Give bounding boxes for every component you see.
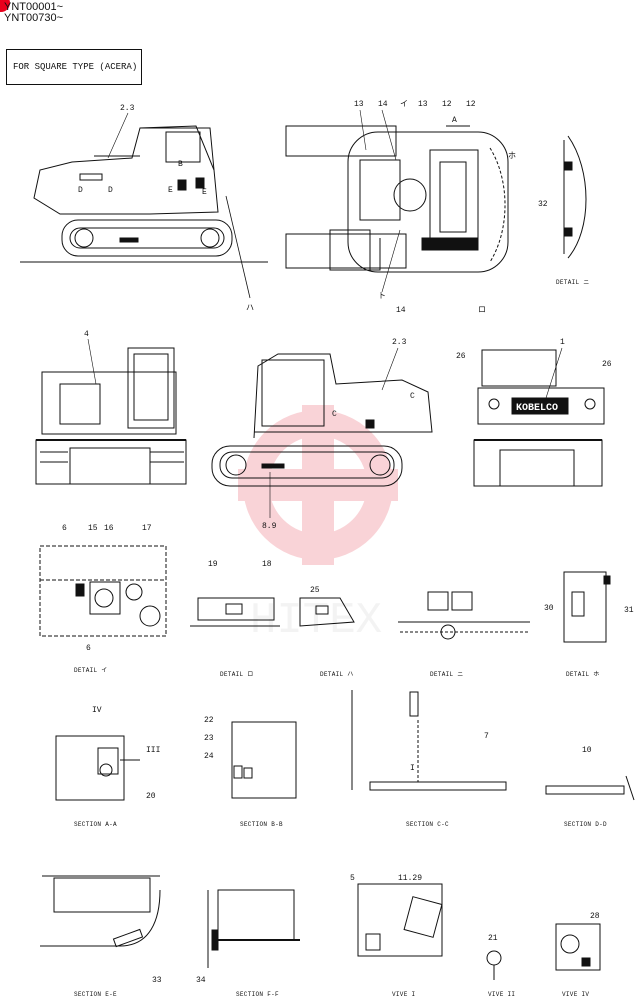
detail-ha: 25 DETAIL ハ: [299, 586, 355, 678]
type-note-box: FOR SQUARE TYPE (ACERA): [6, 49, 142, 85]
label-5: 5: [350, 874, 355, 883]
caption-section-aa: SECTION A-A: [74, 821, 117, 828]
label-31: 31: [624, 606, 634, 615]
front-left-view: 4: [35, 330, 187, 485]
label-11-29: 11.29: [398, 874, 422, 883]
label-34: 34: [196, 976, 206, 985]
label-26-left: 26: [456, 352, 466, 361]
view-ii: 21 VIVE II: [486, 934, 515, 998]
section-bb: 22 23 24 SECTION B-B: [204, 716, 297, 828]
label-E-1: E: [168, 186, 173, 195]
caption-detail-ro: DETAIL ロ: [220, 671, 254, 678]
caption-section-bb: SECTION B-B: [240, 821, 283, 828]
side-view-right: 2.3 C C 8.9: [211, 338, 433, 531]
label-III: III: [146, 746, 160, 755]
caption-detail-i: DETAIL イ: [74, 667, 108, 674]
label-C-2: C: [410, 392, 415, 401]
watermark-logo: HITEX: [238, 405, 398, 646]
label-to-ref: ト: [378, 292, 386, 301]
label-17: 17: [142, 524, 152, 533]
label-12-a: 12: [442, 100, 452, 109]
label-ho-ref: ホ: [508, 151, 516, 161]
caption-view-ii: VIVE II: [488, 991, 515, 998]
label-16: 16: [104, 524, 114, 533]
caption-detail-ni: DETAIL ニ: [556, 279, 590, 286]
section-ff: 34 SECTION F-F: [196, 889, 300, 998]
detail-ho: 30 31 DETAIL ホ: [544, 571, 634, 678]
label-24: 24: [204, 752, 214, 761]
detail-i: 6 15 16 17 6 DETAIL イ: [39, 524, 167, 674]
label-23: 23: [204, 734, 214, 743]
label-13-b: 13: [418, 100, 428, 109]
caption-section-cc: SECTION C-C: [406, 821, 449, 828]
top-view: 13 14 イ 13 12 12 A ホ ト 14 ロ: [285, 100, 516, 315]
view-i: 5 11.29 VIVE I: [350, 874, 443, 998]
label-2-3-right: 2.3: [392, 338, 407, 347]
side-view-left: 2.3 D D E E B ハ: [20, 104, 268, 313]
label-6-a: 6: [62, 524, 67, 533]
label-19: 19: [208, 560, 218, 569]
label-2-3-left: 2.3: [120, 104, 135, 113]
caption-section-ee: SECTION E-E: [74, 991, 117, 998]
label-8-9: 8.9: [262, 522, 277, 531]
label-20: 20: [146, 792, 156, 801]
label-6-b: 6: [86, 644, 91, 653]
detail-ni-center: DETAIL ニ: [398, 591, 530, 678]
label-C-1: C: [332, 410, 337, 419]
type-note-text: FOR SQUARE TYPE (ACERA): [13, 62, 138, 72]
label-33: 33: [152, 976, 162, 985]
label-D-1: D: [78, 186, 83, 195]
caption-detail-ni-center: DETAIL ニ: [430, 671, 464, 678]
label-A: A: [452, 116, 457, 125]
label-32: 32: [538, 200, 548, 209]
label-28: 28: [590, 912, 600, 921]
caption-detail-ha: DETAIL ハ: [320, 671, 354, 678]
label-30: 30: [544, 604, 554, 613]
label-B: B: [178, 160, 183, 169]
label-14-a: 14: [378, 100, 388, 109]
caption-view-iv: VIVE IV: [562, 991, 589, 998]
label-D-2: D: [108, 186, 113, 195]
section-ee: 33 SECTION E-E: [40, 875, 162, 998]
label-21: 21: [488, 934, 498, 943]
label-ha-ref: ハ: [246, 304, 254, 313]
watermark-text: HITEX: [250, 596, 382, 646]
label-13-a: 13: [354, 100, 364, 109]
label-IV: IV: [92, 706, 102, 715]
caption-view-i: VIVE I: [392, 991, 415, 998]
label-10: 10: [582, 746, 592, 755]
detail-ro: 19 18 DETAIL ロ: [190, 560, 280, 678]
label-i-top: イ: [400, 100, 408, 109]
label-12-b: 12: [466, 100, 476, 109]
label-25: 25: [310, 586, 320, 595]
label-7: 7: [484, 732, 489, 741]
label-I-cc: I: [410, 764, 415, 773]
label-22: 22: [204, 716, 214, 725]
section-aa: IV III 20 SECTION A-A: [55, 706, 160, 828]
label-18: 18: [262, 560, 272, 569]
detail-ni: 32 DETAIL ニ: [538, 135, 590, 286]
label-E-2: E: [202, 188, 207, 197]
label-4: 4: [84, 330, 89, 339]
caption-detail-ho: DETAIL ホ: [566, 671, 600, 678]
label-26-right: 26: [602, 360, 612, 369]
section-cc: 7 I SECTION C-C: [351, 690, 507, 828]
view-iv: 28 VIVE IV: [555, 912, 601, 998]
label-14-b: 14: [396, 306, 406, 315]
rear-view: KOBELCO 1 26 26: [456, 338, 612, 487]
caption-section-dd: SECTION D-D: [564, 821, 607, 828]
serial-range-1: YNT00001~: [4, 1, 64, 13]
kobelco-logo: KOBELCO: [516, 403, 558, 414]
caption-section-ff: SECTION F-F: [236, 991, 279, 998]
label-1: 1: [560, 338, 565, 347]
red-marker-badge: [0, 0, 10, 12]
label-ro-ref: ロ: [478, 306, 486, 315]
serial-range-2: YNT00730~: [4, 12, 64, 24]
label-15: 15: [88, 524, 98, 533]
section-dd: 10 SECTION D-D: [545, 746, 635, 828]
